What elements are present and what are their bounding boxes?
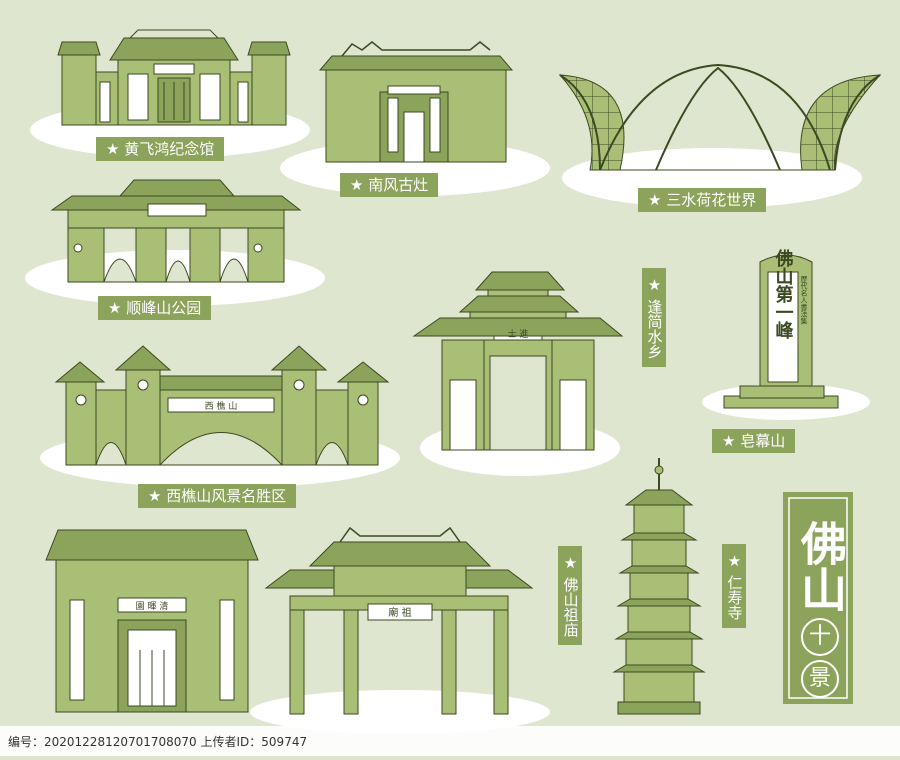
- label-zumiao: ★ 佛山祖庙: [558, 546, 582, 645]
- zumiao-gate-drawing: [250, 526, 550, 734]
- label-renshou: ★ 仁寿寺: [722, 544, 746, 628]
- shunfeng-park-drawing: [25, 179, 325, 306]
- xiqiao-plaque: 西 樵 山: [205, 400, 238, 412]
- gaomu-stele-drawing: [702, 254, 870, 420]
- renshou-pagoda-drawing: [612, 458, 706, 715]
- footer-text: 编号：20201228120701708070 上传者ID：509747: [8, 735, 308, 749]
- zumiao-plaque: 廟 祖: [388, 606, 411, 619]
- qinghui-plaque: 園 暉 清: [136, 600, 169, 612]
- label-fengjian-text: ★ 逢简水乡: [645, 276, 664, 359]
- fengjian-gate-drawing: [412, 271, 624, 476]
- sanshui-lotus-drawing: [558, 63, 882, 208]
- xiqiao-gate-drawing: [40, 345, 400, 488]
- label-shunfeng: ★ 顺峰山公园: [98, 296, 212, 320]
- qinghui-garden-drawing: [45, 529, 259, 713]
- label-huangfeihong: ★ 黄飞鸿纪念馆: [96, 137, 225, 161]
- label-gaomu: ★ 皂幕山: [712, 429, 796, 453]
- label-zumiao-text: ★ 佛山祖庙: [561, 554, 580, 637]
- gaomu-stele-small: 歷代名人書法集: [800, 276, 808, 326]
- title-circle-ten: 十: [801, 618, 839, 656]
- label-xiqiao: ★ 西樵山风景名胜区: [138, 484, 297, 508]
- fengjian-plaque: 士 進: [508, 328, 529, 340]
- gaomu-stele-text: 佛山第一峰: [773, 248, 795, 340]
- title-main: 佛山: [794, 520, 848, 612]
- label-renshou-text: ★ 仁寿寺: [725, 552, 744, 620]
- label-sanshui: ★ 三水荷花世界: [638, 188, 767, 212]
- label-fengjian: ★ 逢简水乡: [642, 268, 666, 367]
- label-nanfeng: ★ 南风古灶: [340, 173, 439, 197]
- title-circle-scenes: 景: [801, 660, 839, 698]
- title-banner-frame: [788, 497, 848, 699]
- footer-bar: [0, 726, 900, 756]
